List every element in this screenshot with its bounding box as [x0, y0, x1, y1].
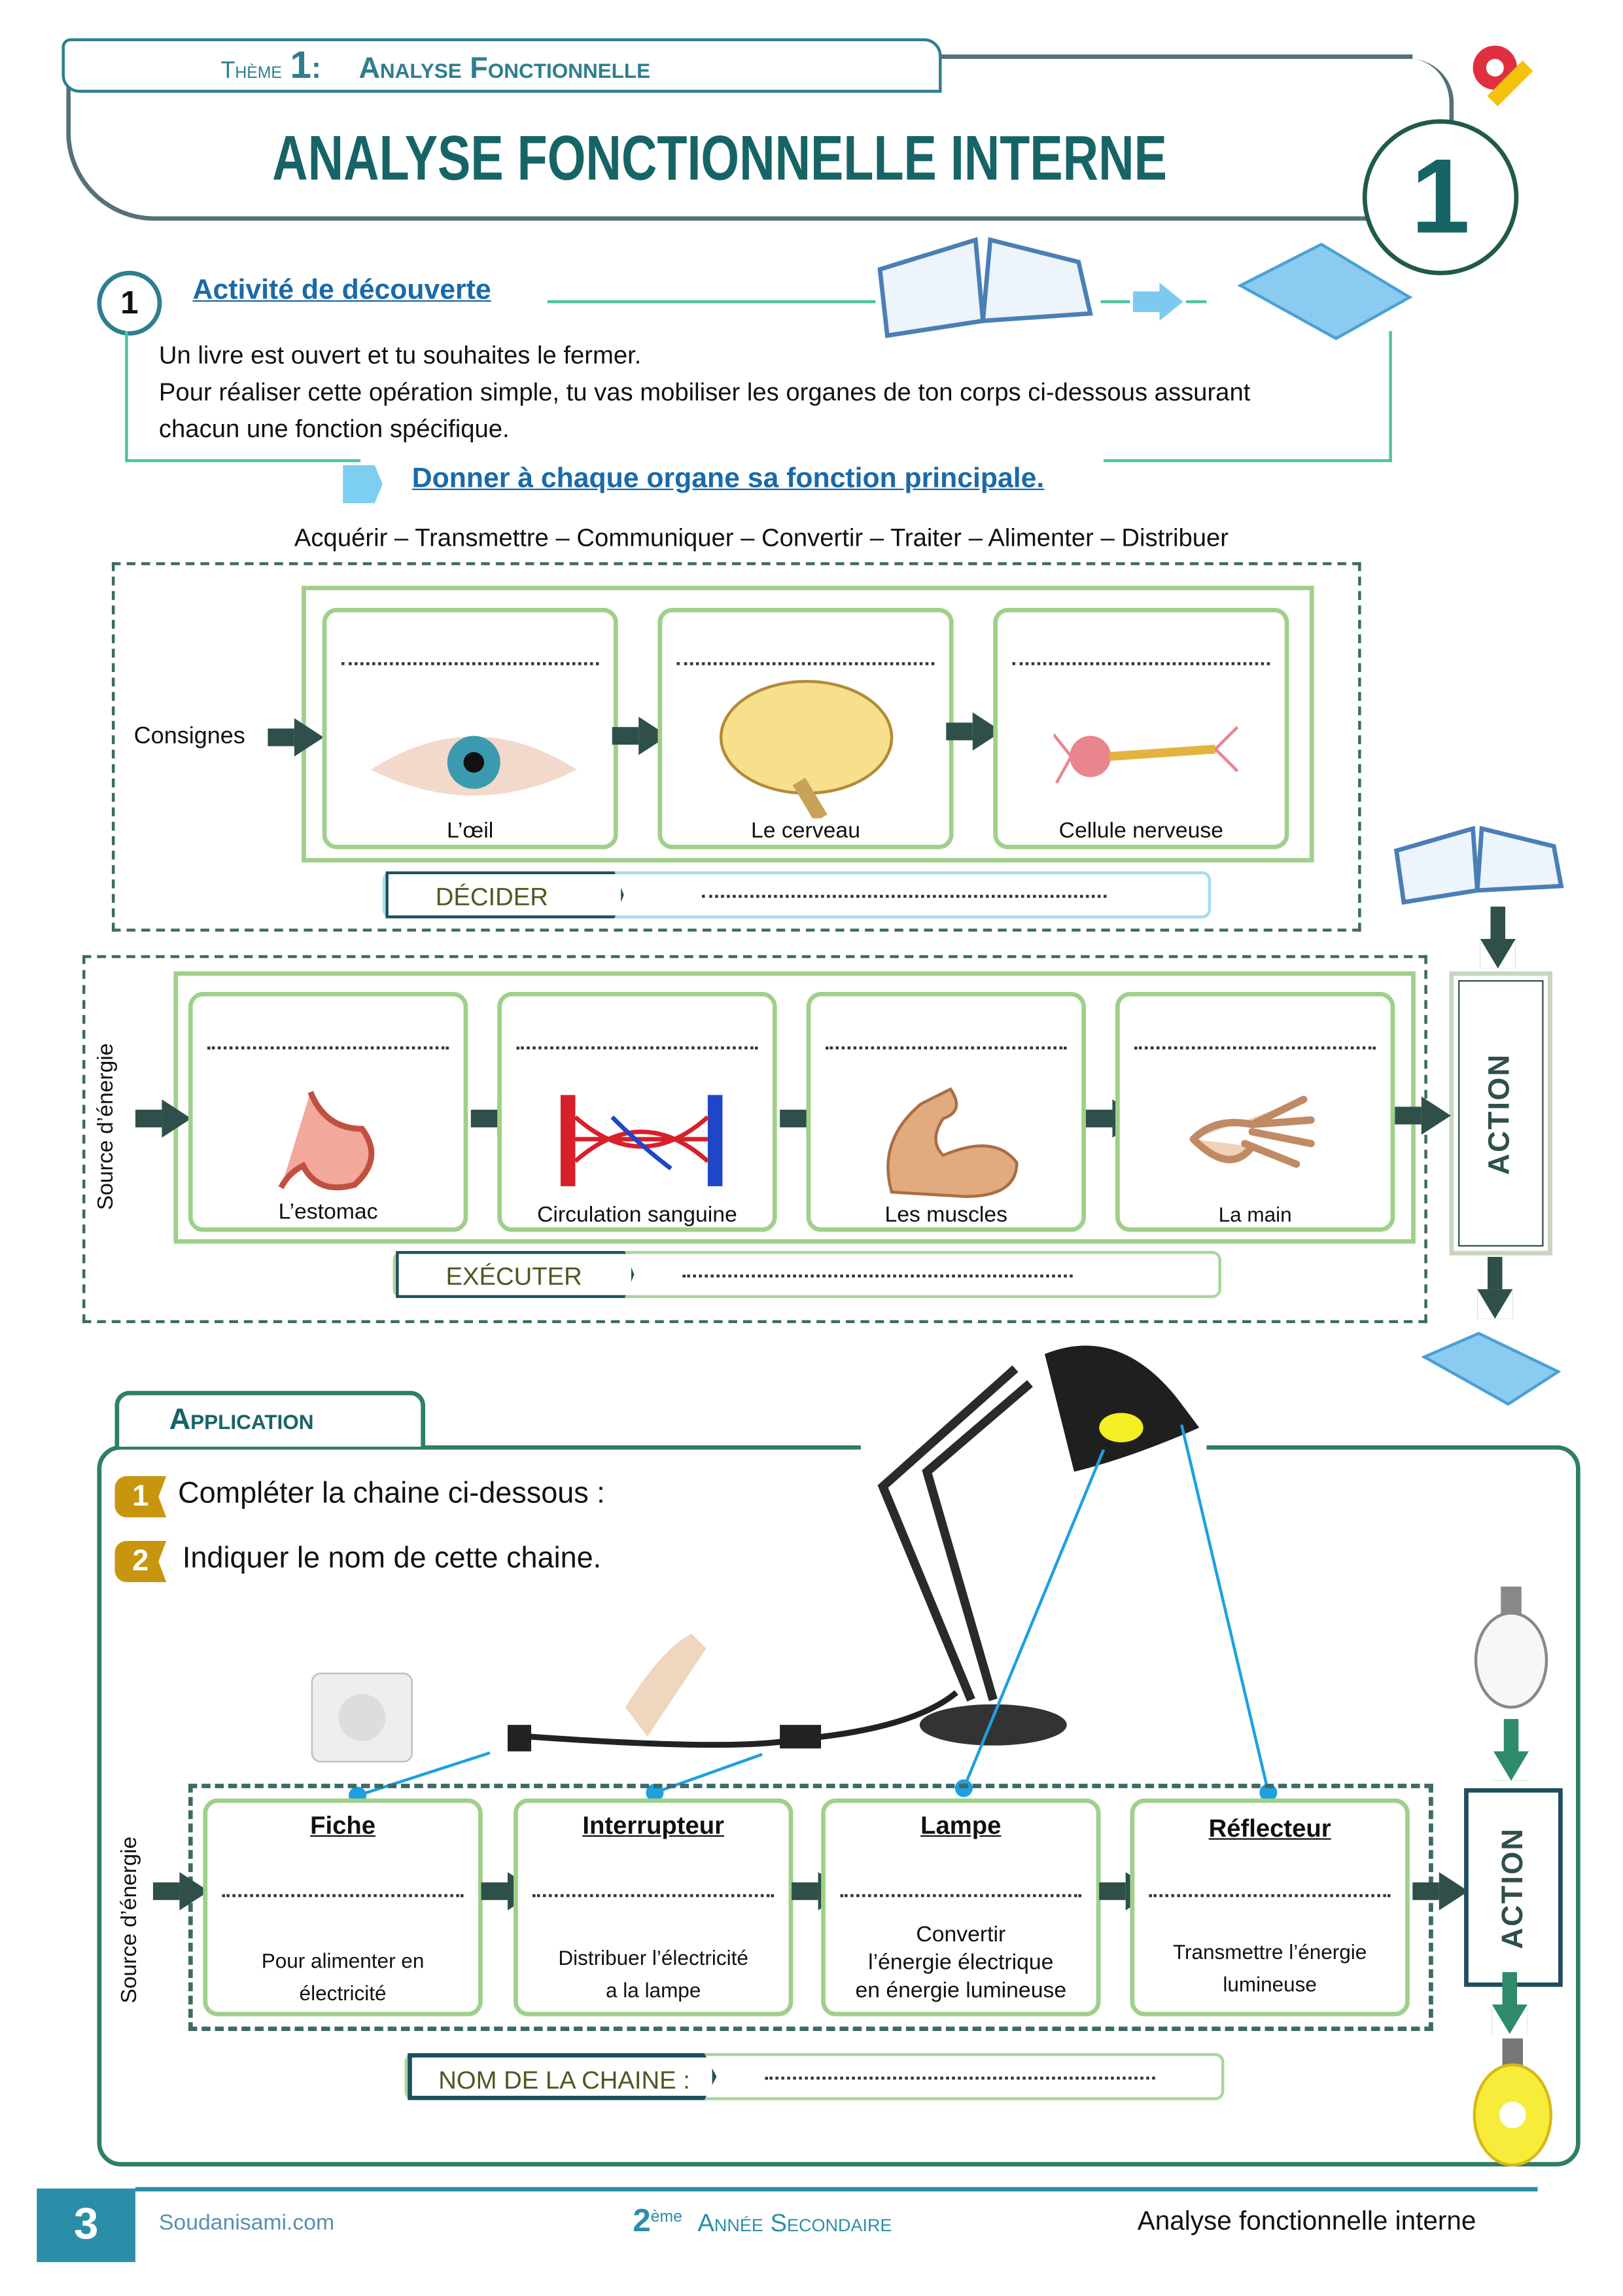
arrow-down-icon [1492, 1972, 1527, 2034]
theme-label: Thème 1: Analyse Fonctionnelle [220, 43, 651, 87]
activity-text: Un livre est ouvert et tu souhaites le f… [158, 341, 1251, 444]
stomach-image [278, 1091, 375, 1191]
school-year: 2ème Année Secondaire [633, 2201, 892, 2239]
site-name: Soudanisami.com [158, 2210, 335, 2236]
circulation-image [560, 1095, 723, 1186]
application-tab: Application [114, 1390, 426, 1447]
question-text: Compléter la chaine ci-dessous : [178, 1477, 605, 1510]
muscle-image [886, 1087, 1019, 1198]
organ-card-eye: L’œil [322, 607, 618, 849]
open-book-icon [1393, 825, 1564, 905]
arrow-icon [1395, 1096, 1451, 1135]
question-text: Indiquer le nom de cette chaine. [182, 1542, 602, 1575]
arrow-down-icon [1493, 1719, 1529, 1781]
instruction: Donner à chaque organe sa fonction princ… [411, 463, 1045, 495]
instruction-bullet [343, 465, 383, 504]
brain-image [719, 680, 894, 819]
arrow-icon [1412, 1872, 1469, 1911]
organ-card-brain: Le cerveau [657, 607, 954, 849]
action-box: ACTION [1464, 1788, 1563, 1987]
chapter-circle: 1 [1362, 119, 1519, 275]
organ-card-stomach: L’estomac [188, 992, 468, 1232]
chapter-name: Analyse fonctionnelle interne [1137, 2206, 1476, 2236]
chain-name-bar[interactable]: NOM DE LA CHAINE : [404, 2053, 1225, 2100]
organ-card-muscles: Les muscles [806, 992, 1086, 1232]
function-list: Acquérir – Transmettre – Communiquer – C… [294, 523, 1229, 552]
arrow-icon [135, 1099, 192, 1138]
theme-box [61, 38, 942, 93]
connector-lines [349, 1424, 1278, 1805]
organ-card-circulation: Circulation sanguine [497, 992, 777, 1232]
application-frame [97, 1445, 1580, 2166]
open-book-icon [877, 237, 1093, 338]
page-number: 3 [37, 2188, 135, 2263]
organ-card-hand: La main [1115, 992, 1395, 1232]
decide-zone [111, 562, 1361, 932]
eye-image [370, 735, 577, 796]
arrow-down-icon [1477, 1256, 1513, 1319]
desk-lamp-image [311, 1345, 1200, 1763]
bulb-off-icon [1474, 1586, 1548, 1709]
page-title: ANALYSE FONCTIONNELLE INTERNE [272, 123, 1167, 194]
arrow-down-icon [1480, 906, 1516, 969]
neuron-image [1053, 726, 1239, 784]
decide-bar[interactable]: DÉCIDER [382, 871, 1212, 919]
bulb-on-icon [1473, 2038, 1553, 2166]
arrow-right-icon [1100, 282, 1207, 321]
organ-card-neuron: Cellule nerveuse [993, 607, 1289, 849]
execute-bar[interactable]: EXÉCUTER [393, 1250, 1221, 1298]
activity-title: Activité de découverte [192, 275, 491, 306]
consignes-label: Consignes [133, 724, 245, 749]
execute-zone [82, 955, 1427, 1324]
action-box: ACTION [1449, 971, 1553, 1256]
activity-number: 1 [97, 270, 162, 336]
hand-image [1189, 1095, 1315, 1168]
question-number: 1 [114, 1476, 167, 1518]
closed-book-icon [1237, 242, 1413, 340]
energy-source-label: Source d’énergie [116, 1836, 143, 2004]
question-number: 2 [114, 1541, 167, 1582]
closed-book-icon [1421, 1332, 1562, 1406]
pencil-icon [1473, 45, 1533, 107]
energy-source-label: Source d’énergie [93, 1043, 119, 1210]
arrow-icon [268, 718, 324, 757]
